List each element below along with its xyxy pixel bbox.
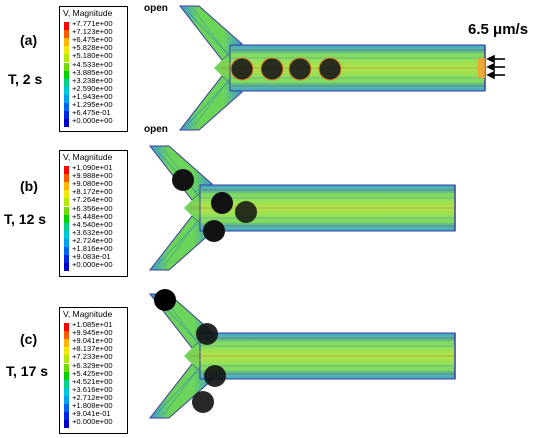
legend-color-swatch: [64, 387, 69, 396]
channel-b: [149, 145, 456, 271]
panel-a-label: (a): [20, 32, 38, 48]
legend-color-swatch: [64, 206, 69, 215]
legend-value: +5.828e+00: [72, 43, 113, 53]
legend-title: V, Magnitude: [63, 8, 113, 18]
legend-color-swatch: [64, 103, 69, 112]
legend-color-swatch: [64, 182, 69, 191]
legend-color-swatch: [64, 238, 69, 247]
outlet-bottom-label: open: [144, 124, 168, 135]
legend-value: +6.329e+00: [72, 360, 113, 370]
legend-color-swatch: [64, 70, 69, 79]
legend-color-swatch: [64, 247, 69, 256]
legend-value: +6.475e+00: [72, 35, 113, 45]
legend-color-swatch: [64, 46, 69, 55]
legend-value: +7.771e+00: [72, 19, 113, 28]
legend-value: +0.000e+00: [72, 116, 113, 126]
legend-color-swatch: [64, 323, 69, 332]
legend-color-swatch: [64, 355, 69, 364]
legend-value: +1.816e+00: [72, 244, 113, 253]
legend-title: V, Magnitude: [63, 309, 113, 319]
legend-value: +2.724e+00: [72, 235, 113, 245]
legend-value: +7.233e+00: [72, 352, 113, 362]
outlet-top-label: open: [144, 3, 168, 14]
legend-value: +4.540e+00: [72, 219, 113, 229]
legend-value: +6.356e+00: [72, 203, 113, 213]
legend-color-swatch: [64, 420, 69, 429]
legend-value: +1.090e+01: [72, 163, 113, 172]
legend-value: +0.000e+00: [72, 260, 113, 270]
legend-color-swatch: [64, 347, 69, 356]
legend-value: +9.988e+00: [72, 171, 113, 181]
legend-color-swatch: [64, 111, 69, 120]
legend-color-swatch: [64, 119, 69, 128]
legend-color-swatch: [64, 86, 69, 95]
legend-color-swatch: [64, 222, 69, 231]
legend-value: +9.080e+00: [72, 179, 113, 189]
legend-value: +5.180e+00: [72, 51, 113, 61]
legend-color-swatch: [64, 94, 69, 103]
legend-value: +2.712e+00: [72, 392, 113, 402]
legend-color-swatch: [64, 174, 69, 183]
legend-value: +3.616e+00: [72, 384, 113, 394]
legend-color-swatch: [64, 214, 69, 223]
legend-value: +9.041e-01: [72, 409, 111, 419]
legend-color-swatch: [64, 54, 69, 63]
legend-color-swatch: [64, 379, 69, 388]
legend-color-swatch: [64, 38, 69, 47]
legend-color-swatch: [64, 190, 69, 199]
legend-value: +8.172e+00: [72, 187, 113, 197]
legend-value: +5.448e+00: [72, 211, 113, 221]
inlet-speed-label: 6.5 μm/s: [468, 21, 529, 38]
inlet-arrows-icon: [486, 54, 505, 80]
legend-color-swatch: [64, 198, 69, 207]
legend-value: +1.943e+00: [72, 91, 113, 101]
legend-value: +8.137e+00: [72, 344, 113, 354]
legend-value: +1.808e+00: [72, 401, 113, 410]
legend-a: V, Magnitude+7.771e+00+7.123e+00+6.475e+…: [59, 6, 128, 132]
legend-color-swatch: [64, 230, 69, 239]
legend-value: +7.123e+00: [72, 27, 113, 37]
legend-value: +1.085e+01: [72, 320, 113, 329]
legend-title: V, Magnitude: [63, 152, 113, 162]
legend-color-swatch: [64, 331, 69, 340]
channel-a: [179, 5, 486, 131]
panel-b-label: (b): [20, 178, 38, 194]
legend-color-swatch: [64, 30, 69, 39]
legend-value: +7.264e+00: [72, 195, 113, 205]
channel-c: [149, 293, 456, 419]
legend-value: +0.000e+00: [72, 417, 113, 427]
panel-a-time: T, 2 s: [8, 71, 43, 87]
legend-c: V, Magnitude+1.085e+01+9.945e+00+9.041e+…: [59, 307, 128, 434]
legend-color-swatch: [64, 255, 69, 264]
legend-color-swatch: [64, 78, 69, 87]
legend-value: +9.041e+00: [72, 336, 113, 346]
legend-value: +1.295e+00: [72, 100, 113, 109]
legend-b: V, Magnitude+1.090e+01+9.988e+00+9.080e+…: [59, 150, 128, 277]
legend-value: +3.885e+00: [72, 67, 113, 77]
legend-value: +9.945e+00: [72, 328, 113, 338]
legend-color-swatch: [64, 395, 69, 404]
legend-color-swatch: [64, 22, 69, 31]
legend-color-swatch: [64, 363, 69, 372]
legend-value: +9.083e-01: [72, 252, 111, 262]
legend-color-swatch: [64, 371, 69, 380]
legend-value: +3.238e+00: [72, 75, 113, 85]
legend-value: +4.533e+00: [72, 59, 113, 69]
panel-b-time: T, 12 s: [4, 211, 47, 227]
panel-c-label: (c): [20, 331, 38, 347]
legend-value: +6.475e-01: [72, 108, 111, 118]
legend-color-swatch: [64, 412, 69, 421]
legend-value: +5.425e+00: [72, 368, 113, 378]
legend-color-swatch: [64, 339, 69, 348]
legend-color-swatch: [64, 263, 69, 272]
escaped-particle: [154, 289, 176, 311]
legend-value: +4.521e+00: [72, 376, 113, 386]
panel-c-time: T, 17 s: [6, 363, 49, 379]
legend-color-swatch: [64, 404, 69, 413]
legend-color-swatch: [64, 166, 69, 175]
legend-color-swatch: [64, 62, 69, 71]
legend-value: +3.632e+00: [72, 227, 113, 237]
legend-value: +2.590e+00: [72, 83, 113, 93]
